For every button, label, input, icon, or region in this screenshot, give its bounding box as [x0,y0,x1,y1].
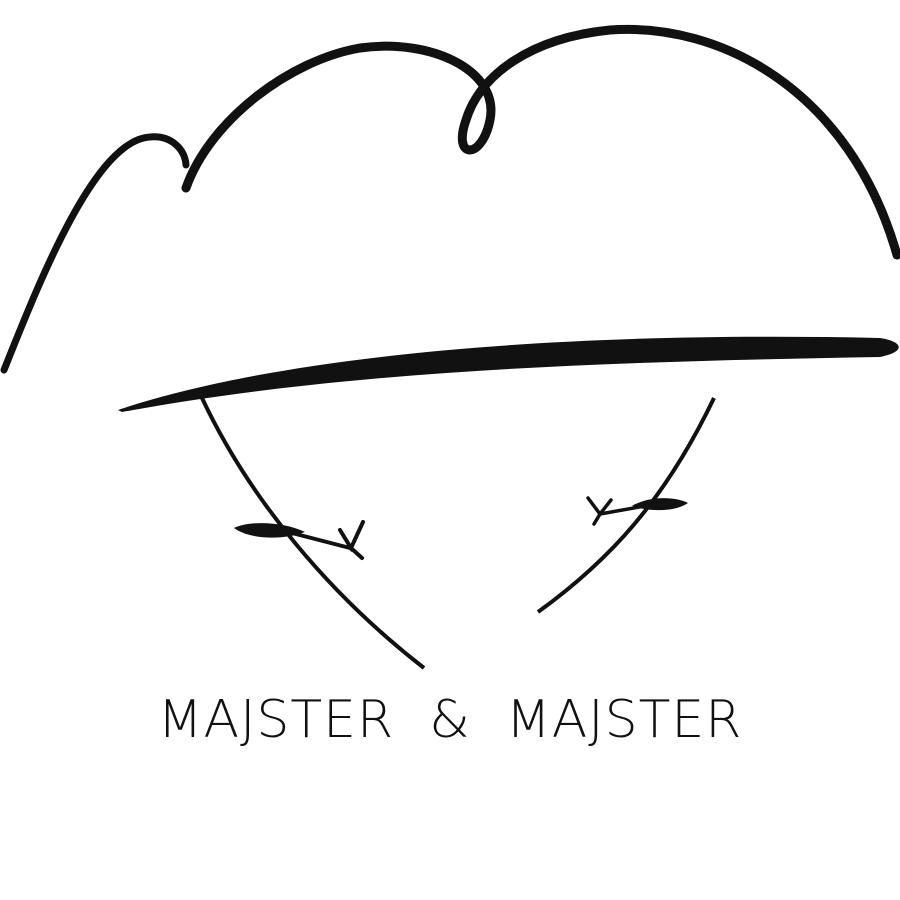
horizon-wing-stroke [118,336,899,412]
left-glider-trail [200,397,426,670]
cloud-outline-icon [0,24,900,374]
cloud-middle-lobe [181,24,900,260]
brand-name: MAJSTER & MAJSTER [157,690,743,750]
glider-left-icon [234,520,365,560]
cloud-left-lobe [0,133,190,374]
glider-right-icon [586,496,688,526]
right-glider-trail [536,397,716,614]
